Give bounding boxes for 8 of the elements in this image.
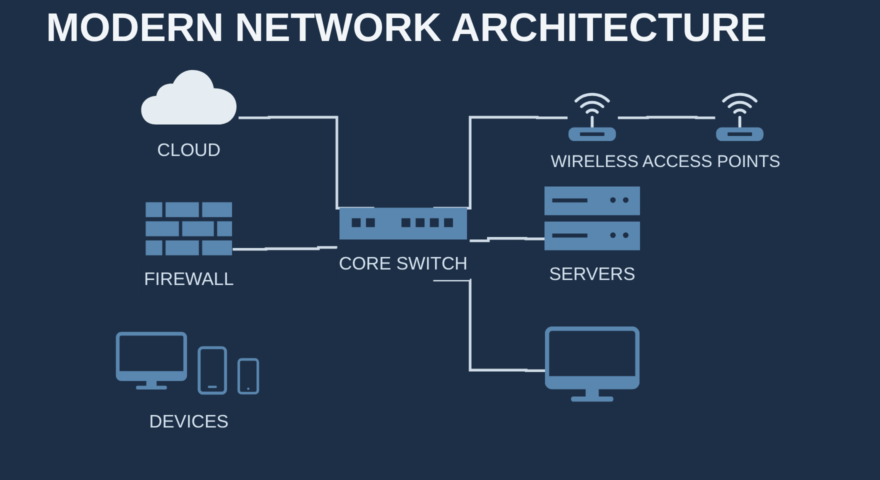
connector — [618, 116, 715, 120]
connector — [433, 116, 568, 210]
text-label: WIRELESS ACCESS POINTS — [550, 152, 780, 172]
title: MODERN NETWORK ARCHITECTURE — [46, 5, 767, 52]
connector — [238, 116, 374, 210]
connector — [232, 246, 338, 251]
connector — [433, 278, 546, 372]
connector — [469, 237, 545, 242]
